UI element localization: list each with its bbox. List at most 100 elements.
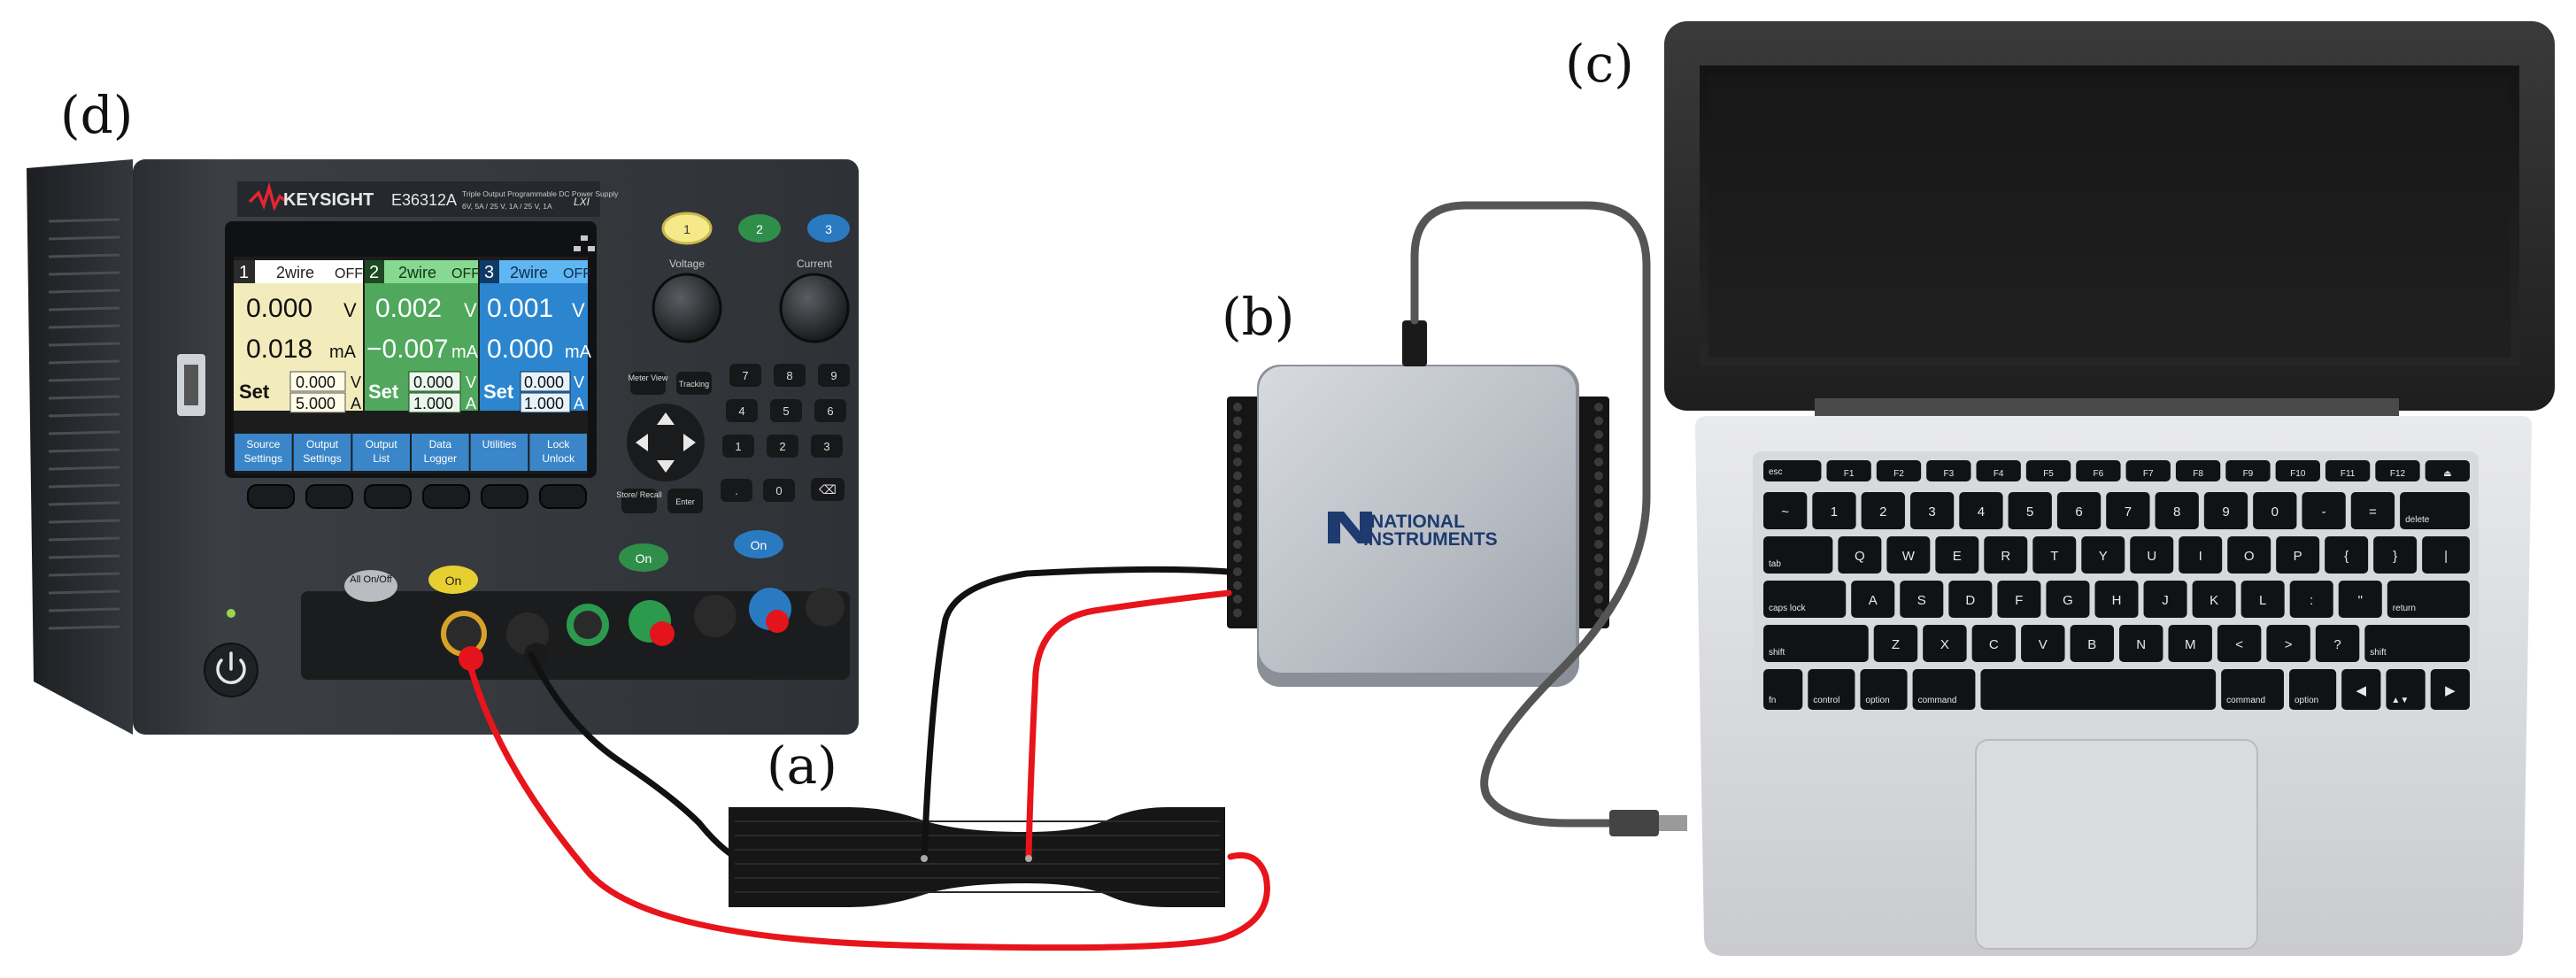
keyboard-key[interactable] [2430,669,2470,710]
store-recall-key[interactable] [621,489,657,513]
arrow-up-icon[interactable] [657,412,675,425]
keyboard-key[interactable] [1838,536,1882,574]
keyboard-key[interactable] [2373,536,2418,574]
number-key[interactable] [721,479,752,502]
arrow-left-icon[interactable] [636,434,648,451]
arrow-down-icon[interactable] [657,460,675,473]
number-key[interactable] [818,364,850,387]
keyboard-key[interactable] [1763,492,1808,529]
keyboard-key[interactable] [1959,492,2003,529]
keyboard-key[interactable] [1935,536,1979,574]
keyboard-key[interactable] [2338,581,2382,618]
arrow-right-icon[interactable] [683,434,696,451]
keyboard-key[interactable] [1861,492,1905,529]
keyboard-key[interactable] [1971,625,2017,662]
current-knob[interactable] [779,273,850,343]
keyboard-key[interactable] [2008,492,2052,529]
keyboard-key[interactable] [2225,460,2271,481]
voltage-knob[interactable] [652,273,722,343]
keyboard-key[interactable] [2387,581,2470,618]
keyboard-key[interactable] [1948,581,1993,618]
softkey-button[interactable] [247,484,295,509]
keyboard-key[interactable] [2094,581,2139,618]
keyboard-key[interactable] [1886,536,1931,574]
backspace-key[interactable] [811,478,845,501]
keyboard-key[interactable] [2289,669,2337,710]
set-voltage[interactable]: 0.000 [296,373,335,391]
set-current[interactable]: 1.000 [524,395,564,412]
keyboard-key[interactable] [1873,625,1918,662]
keyboard-key[interactable] [1900,581,1944,618]
keyboard-key[interactable] [2217,625,2262,662]
keyboard-key[interactable] [2032,536,2077,574]
keyboard-key[interactable] [2325,536,2369,574]
set-current[interactable]: 5.000 [296,395,335,412]
ch3-positive-terminal[interactable] [766,610,789,633]
softkey-button[interactable] [305,484,353,509]
keyboard-key[interactable] [2119,625,2163,662]
keyboard-key[interactable] [2341,669,2381,710]
channel-3-select-button[interactable] [807,214,850,243]
ch2-common-terminal[interactable] [694,595,737,637]
keyboard-key[interactable] [1763,536,1833,574]
number-key[interactable] [722,435,754,458]
keyboard-key[interactable] [2422,536,2470,574]
keyboard-key[interactable] [2275,460,2320,481]
daq-usb-connector[interactable] [1402,320,1427,366]
trackpad[interactable] [1975,739,2258,950]
keyboard-key[interactable] [1923,625,1967,662]
ch1-positive-terminal[interactable] [459,646,483,671]
keyboard-key[interactable] [2227,536,2271,574]
keyboard-key[interactable] [1763,460,1822,481]
keyboard-key[interactable] [2143,581,2187,618]
keyboard-key[interactable] [1909,492,1955,529]
keyboard-key[interactable] [2081,536,2125,574]
keyboard-key[interactable] [2021,625,2065,662]
number-key[interactable] [767,435,798,458]
keyboard-key[interactable] [1763,581,1847,618]
channel-2-select-button[interactable] [738,214,781,243]
number-key[interactable] [774,364,806,387]
keyboard-key[interactable] [1980,669,2217,710]
set-current[interactable]: 1.000 [413,395,453,412]
meter-view-key[interactable] [630,372,666,395]
keyboard-key[interactable] [1812,492,1856,529]
number-key[interactable] [770,399,802,422]
keyboard-key[interactable] [2364,625,2470,662]
keyboard-key[interactable] [2179,536,2223,574]
channel-1-select-button[interactable] [661,212,713,245]
keyboard-key[interactable] [1763,625,1869,662]
keyboard-key[interactable] [2070,625,2114,662]
keyboard-key[interactable] [1912,669,1976,710]
keyboard-key[interactable] [2175,460,2221,481]
set-voltage[interactable]: 0.000 [524,373,564,391]
keyboard-key[interactable] [1876,460,1922,481]
number-key[interactable] [811,435,843,458]
keyboard-key[interactable] [1997,581,2041,618]
number-key[interactable] [814,399,846,422]
keyboard-key[interactable] [2253,492,2297,529]
keyboard-key[interactable] [1808,669,1855,710]
keyboard-key[interactable] [2350,492,2395,529]
ch2-positive-terminal[interactable] [650,621,675,646]
all-on-off-button[interactable] [344,570,397,602]
enter-key[interactable] [667,489,703,513]
keyboard-key[interactable] [2155,492,2199,529]
keyboard-key[interactable] [2276,536,2320,574]
keyboard-key[interactable] [2375,460,2420,481]
keyboard-key[interactable] [1851,581,1895,618]
keyboard-key[interactable] [2302,492,2346,529]
keyboard-key[interactable] [2025,460,2071,481]
keyboard-key[interactable] [2076,460,2121,481]
keyboard-key[interactable] [2425,460,2470,481]
keyboard-key[interactable] [1826,460,1871,481]
softkey-button[interactable] [539,484,587,509]
keyboard-key[interactable] [2203,492,2248,529]
keyboard-key[interactable] [2325,460,2371,481]
keyboard-key[interactable] [1926,460,1971,481]
keyboard-key[interactable] [2289,581,2333,618]
keyboard-key[interactable] [2266,625,2310,662]
softkey-button[interactable] [422,484,470,509]
ch3-negative-terminal[interactable] [806,588,845,627]
number-key[interactable] [726,399,758,422]
